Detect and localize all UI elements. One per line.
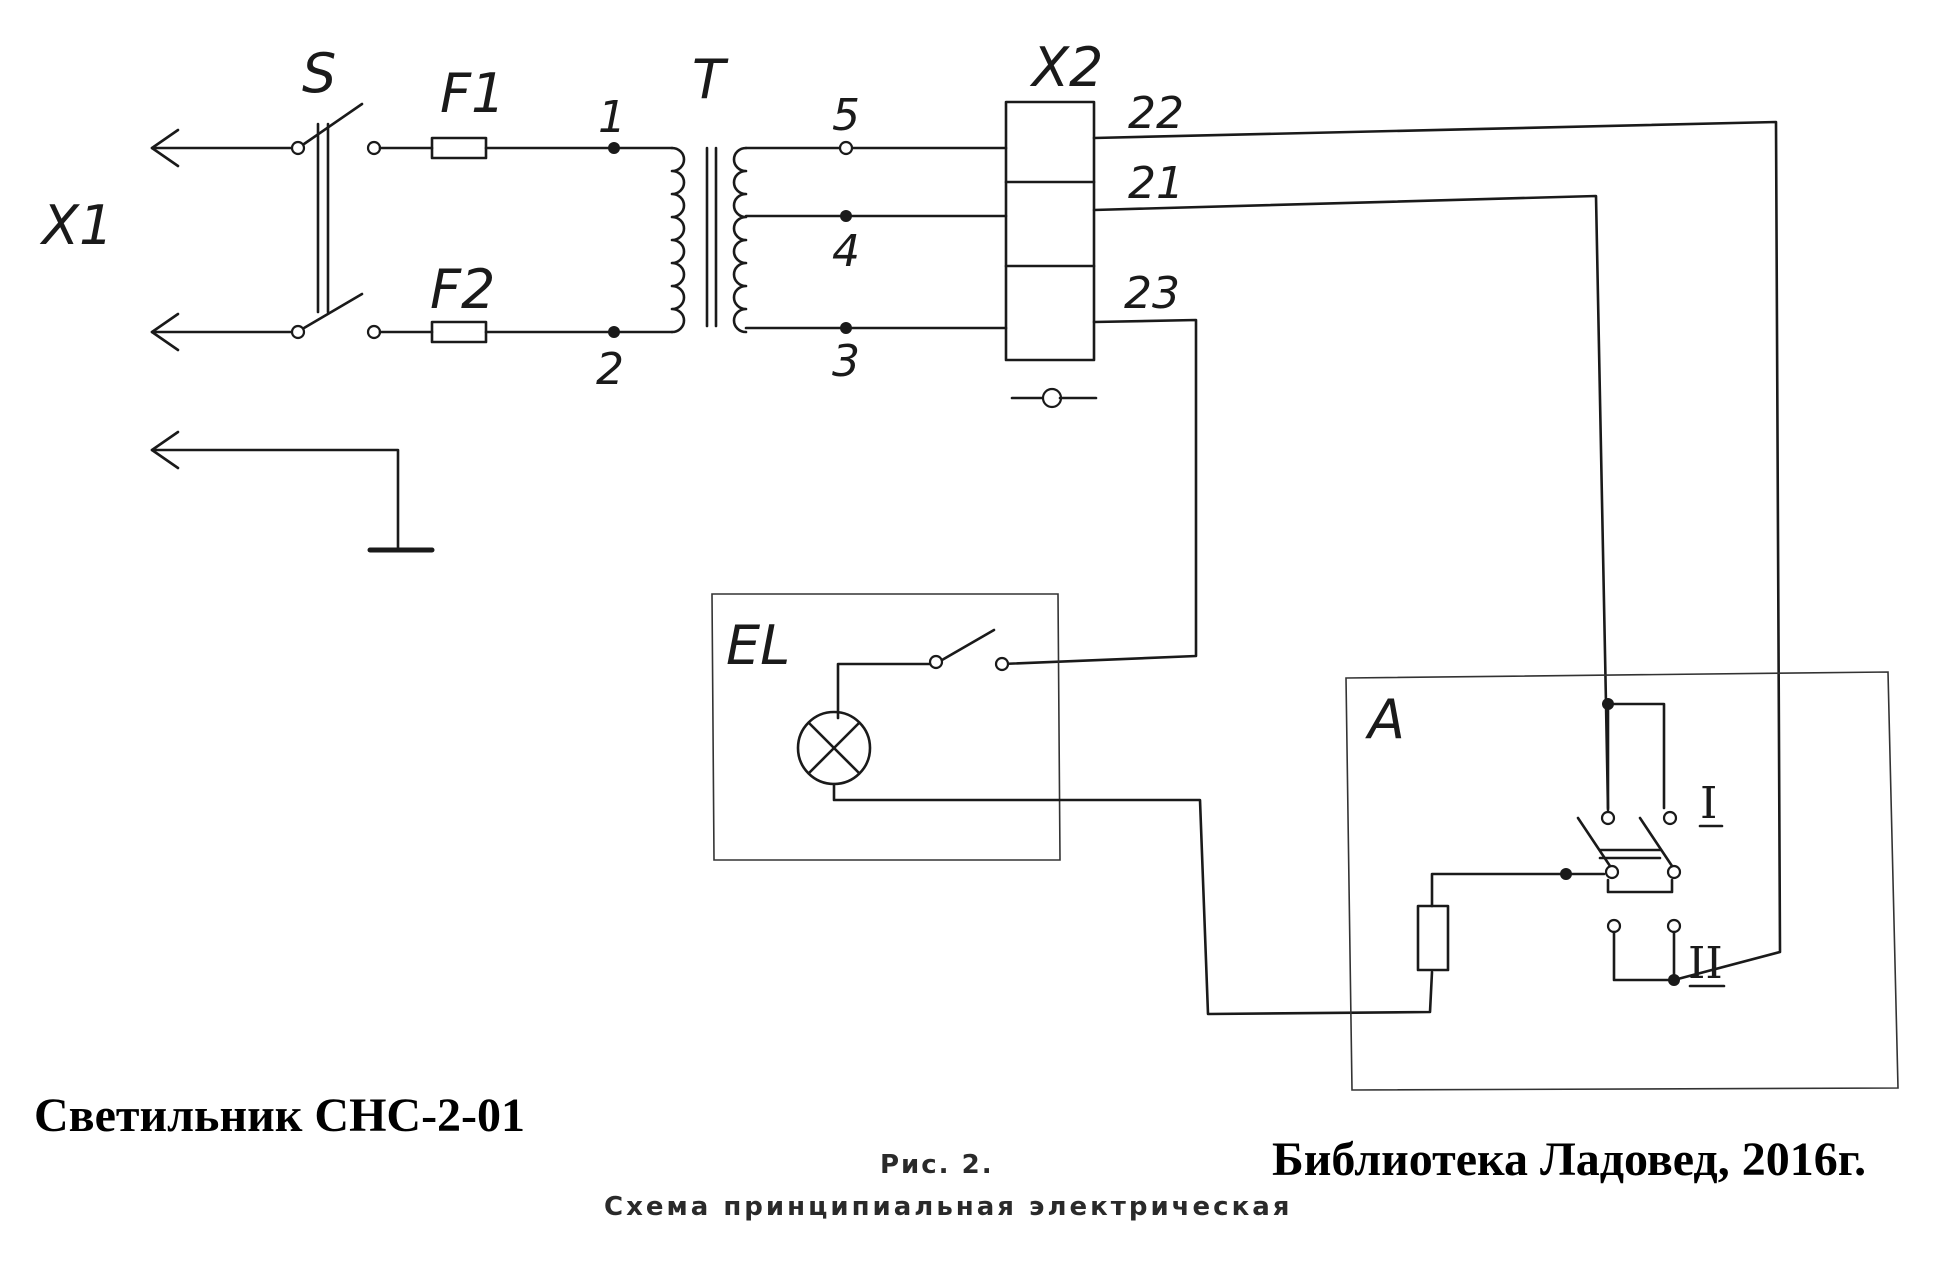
node-3-label: 3 <box>832 336 860 387</box>
node-5-terminal <box>838 140 854 156</box>
ground-connection <box>150 430 435 553</box>
connector-x1 <box>150 128 296 352</box>
node-4-dot <box>840 210 852 222</box>
terminal-block-x2-label: X2 <box>1029 36 1103 99</box>
connector-x1-label: X1 <box>39 194 113 257</box>
figure-number: Рис. 2. <box>880 1150 994 1180</box>
device-title: Светильник СНС-2-01 <box>34 1089 526 1142</box>
fuse-f2 <box>378 320 616 344</box>
node-2-label: 2 <box>596 344 624 395</box>
lamp-block-el <box>711 593 1434 1016</box>
wire-21-label: 21 <box>1128 158 1184 209</box>
terminal-block-x2 <box>1004 100 1098 409</box>
position-ii-label: II <box>1688 938 1723 989</box>
unit-a-label: A <box>1365 688 1405 751</box>
fuse-f1-label: F1 <box>440 62 505 125</box>
node-3-dot <box>840 322 852 334</box>
node-5-label: 5 <box>832 90 860 141</box>
transformer-t <box>612 146 748 334</box>
fuse-f2-label: F2 <box>430 258 495 321</box>
switch-s <box>290 102 382 340</box>
fuse-f1 <box>378 136 616 160</box>
transformer-t-label: T <box>692 48 729 111</box>
wire-23 <box>1000 318 1198 666</box>
switch-s-label: S <box>302 42 336 105</box>
position-i-label: I <box>1700 778 1717 829</box>
wire-22-label: 22 <box>1128 88 1184 139</box>
node-1-label: 1 <box>598 92 626 143</box>
lamp-block-el-label: EL <box>726 614 790 677</box>
wire-22 <box>1092 120 1782 982</box>
unit-a <box>1345 671 1899 1091</box>
node-4-label: 4 <box>832 226 860 277</box>
figure-caption: Схема принципиальная электрическая <box>604 1192 1293 1222</box>
library-credit: Библиотека Ладовед, 2016г. <box>1272 1133 1867 1186</box>
wire-23-label: 23 <box>1124 268 1180 319</box>
